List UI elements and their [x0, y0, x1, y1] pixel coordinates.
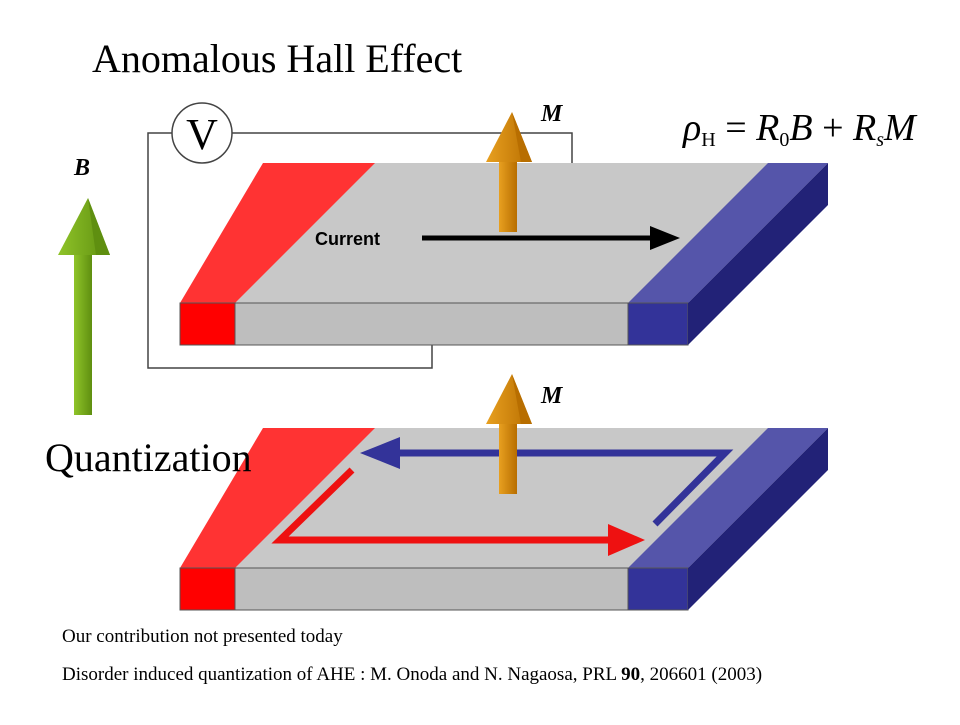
top-red-contact-top [180, 163, 375, 303]
voltmeter-label: V [186, 110, 218, 159]
note-line-2-volume: 90 [621, 664, 640, 685]
bottom-red-contact-front [179, 567, 236, 611]
eq-r0: R [755, 107, 779, 149]
top-blue-contact-side [688, 163, 828, 345]
edge-current-red [271, 467, 645, 556]
voltmeter-wire-left [147, 132, 433, 369]
m-label-bottom: M [540, 383, 564, 409]
voltmeter-wire-right [232, 132, 573, 163]
bottom-red-contact-top [180, 428, 375, 568]
note-line-1: Our contribution not presented today [62, 626, 343, 647]
slide-title: Anomalous Hall Effect [92, 36, 462, 81]
bottom-blue-contact-side [688, 428, 828, 610]
b-field-label: B [73, 155, 90, 181]
eq-m: M [883, 107, 918, 149]
eq-r0-sub: 0 [779, 129, 789, 151]
note-line-2: Disorder induced quantization of AHE : M… [62, 664, 762, 685]
top-blue-contact-top [628, 163, 828, 303]
eq-rs-sub: s [876, 129, 884, 151]
bottom-slab [179, 428, 828, 611]
voltmeter-circle [171, 102, 233, 164]
top-red-contact-front [179, 302, 236, 346]
bottom-slab-top-face [235, 428, 768, 568]
eq-b: B [789, 107, 812, 149]
top-slab-top-face [235, 163, 768, 303]
eq-rho-sub: H [701, 129, 715, 151]
svg-text:ρH = R0B + RsM: ρH = R0B + RsM [682, 107, 918, 151]
top-slab-front-face [234, 302, 629, 346]
top-slab [179, 163, 828, 346]
note-line-2-pre: Disorder induced quantization of AHE : M… [62, 664, 621, 685]
bottom-blue-contact-front [627, 567, 689, 611]
bottom-blue-contact-top [628, 428, 828, 568]
b-field-arrow [58, 198, 110, 415]
note-line-2-post: , 206601 (2003) [640, 664, 762, 685]
magnetization-arrow-bottom [486, 374, 532, 494]
eq-plus: + [813, 107, 853, 149]
top-blue-contact-front [627, 302, 689, 346]
eq-equals: = [716, 107, 756, 149]
eq-rho: ρ [682, 107, 701, 149]
quantization-label: Quantization [45, 435, 252, 480]
magnetization-arrow-top [486, 112, 532, 232]
m-label-top: M [540, 101, 564, 127]
current-label: Current [315, 229, 380, 249]
bottom-slab-front-face [234, 567, 629, 611]
eq-rs: R [852, 107, 876, 149]
current-arrow-head [650, 226, 680, 250]
hall-equation: ρH = R0B + RsM [682, 107, 918, 151]
